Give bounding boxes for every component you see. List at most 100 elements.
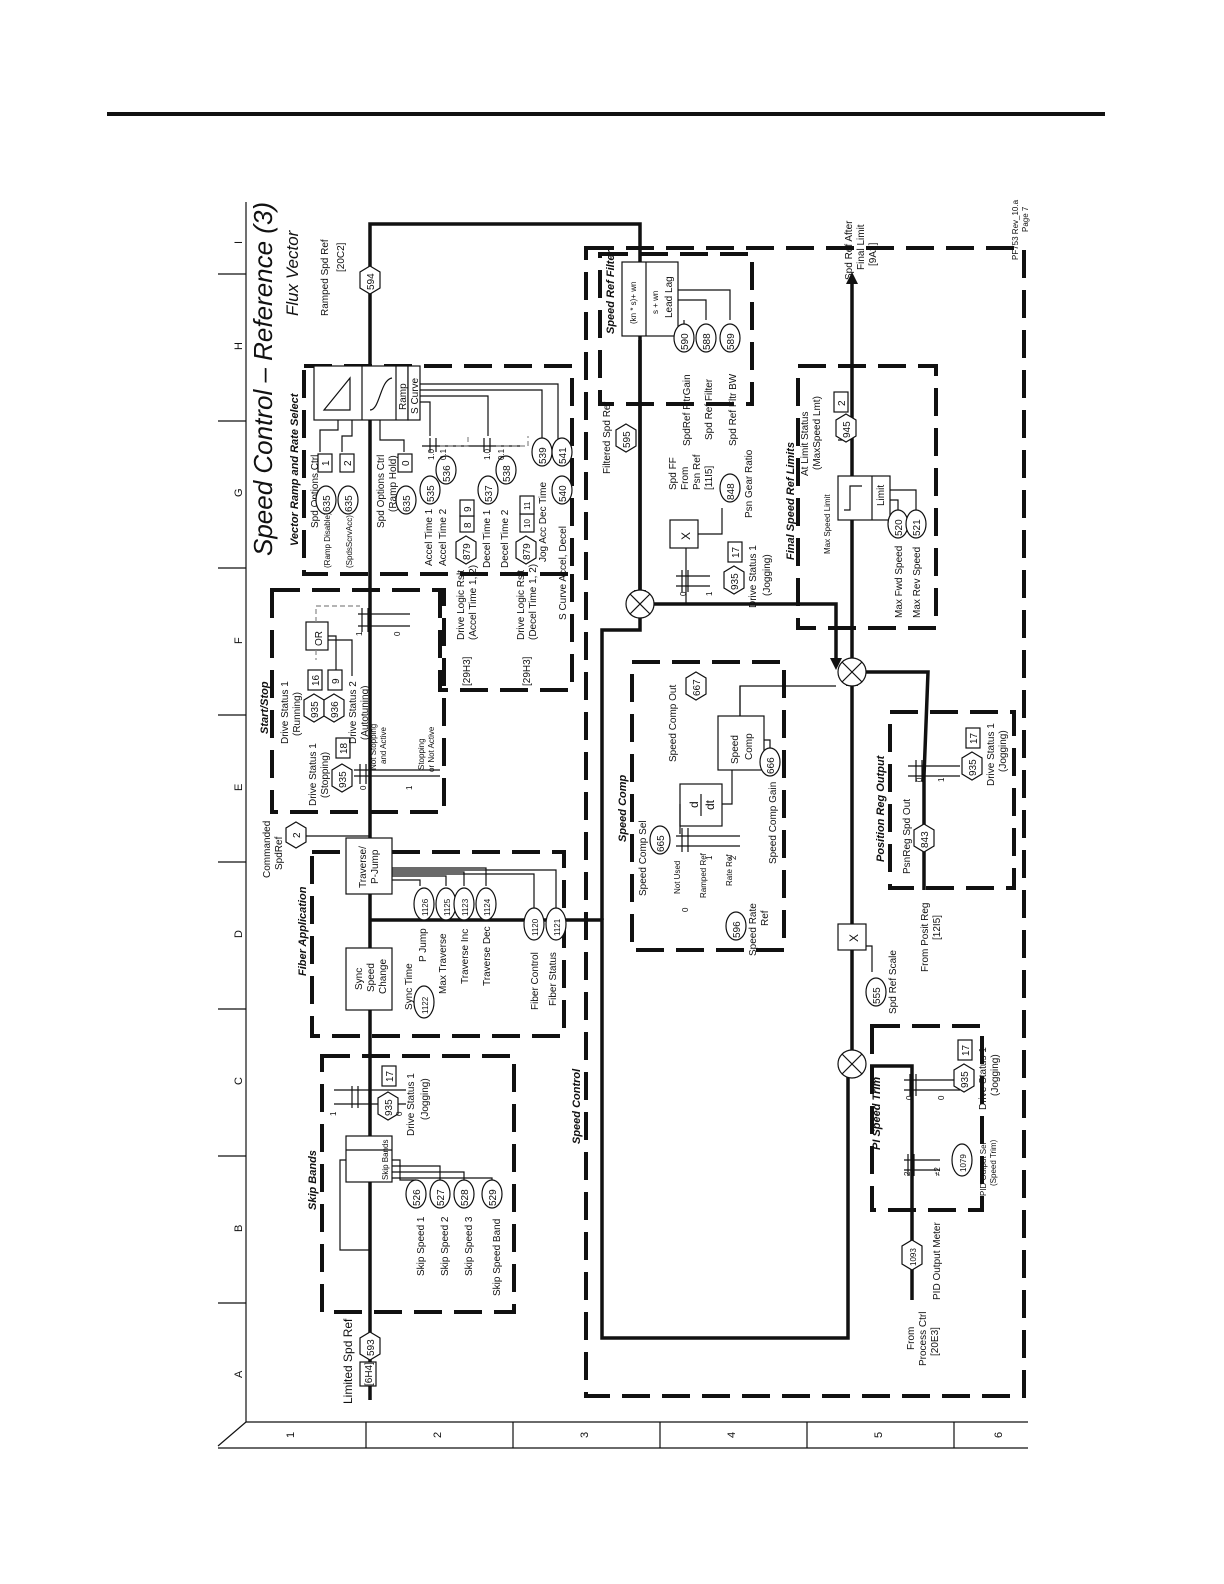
- svg-text:1121: 1121: [553, 918, 562, 936]
- param-529: [481, 1179, 503, 1209]
- label-max-rev-speed: Max Rev Speed: [912, 547, 923, 618]
- svg-text:541: 541: [558, 447, 569, 464]
- svg-text:935: 935: [384, 1099, 395, 1116]
- label-ramp-disable: (Ramp Disable): [323, 512, 332, 568]
- label-commanded: Commanded: [262, 821, 273, 878]
- pi-speed-trim-frame: [870, 1024, 984, 1212]
- label-drive-status-1-pi: Drive Status 1: [978, 1047, 989, 1110]
- param-541: [551, 437, 573, 467]
- label-drive-logic-b: Drive Logic Rslt: [516, 570, 527, 640]
- param-528: [453, 1179, 475, 1209]
- param-537: [477, 475, 499, 505]
- label-drive-status-1-c: Drive Status 1: [406, 1073, 417, 1136]
- grid-col-b: B: [233, 1225, 245, 1232]
- filter-denominator: s + wn: [651, 291, 660, 314]
- label-autotuning: (Autotuning): [360, 686, 371, 740]
- ref-29h3-a: [29H3]: [462, 656, 473, 686]
- grid-row-2: 2: [432, 1432, 444, 1438]
- label-drive-logic-a: Drive Logic Rslt: [456, 570, 467, 640]
- grid-col-d: D: [233, 930, 245, 938]
- traverse-label-2: P-Jump: [370, 849, 381, 884]
- param-1120: [523, 907, 545, 941]
- svg-text:1: 1: [705, 855, 714, 860]
- label-running: (Running): [292, 692, 303, 736]
- sync-speed-change-block: Sync Speed Change: [345, 947, 393, 1011]
- param-540: [551, 475, 573, 505]
- svg-text:1: 1: [937, 777, 946, 782]
- ref-20e3: [20E3]: [930, 1327, 941, 1356]
- multiply-block-ff: X: [669, 519, 699, 549]
- param-589: [719, 323, 741, 353]
- speed-comp-frame: [630, 660, 786, 952]
- ref-12i5: [12I5]: [932, 915, 943, 940]
- start-stop-frame: [270, 588, 446, 814]
- derivative-block: d dt: [679, 783, 723, 827]
- svg-text:848: 848: [726, 483, 737, 500]
- label-or-not-active: or Not Active: [427, 726, 436, 772]
- multiply-ff-label: X: [679, 532, 693, 540]
- svg-text:521: 521: [912, 519, 923, 536]
- label-and-active: and Active: [379, 727, 388, 764]
- svg-text:1: 1: [321, 460, 332, 466]
- label-sync-time: Sync Time: [404, 963, 415, 1010]
- param-595: [615, 423, 637, 453]
- label-skip-speed-1: Skip Speed 1: [416, 1216, 427, 1276]
- top-rule: [107, 112, 1105, 116]
- or-gate-block: OR: [305, 621, 329, 651]
- sum-junction-comp: [837, 657, 867, 687]
- label-drive-status-1-running: Drive Status 1: [280, 681, 291, 744]
- param-593: [359, 1331, 381, 1361]
- svg-text:595: 595: [622, 431, 633, 448]
- label-speed-comp-gain: Speed Comp Gain: [768, 782, 779, 864]
- section-speed-control: Speed Control: [571, 1068, 583, 1144]
- svg-text:1124: 1124: [483, 898, 492, 916]
- label-spd-ref-scale: Spd Ref Scale: [888, 950, 899, 1014]
- switch-position-marks: 1 0 0 1 1 0 0 1 0 1 2 0 1 2 0 0: [329, 591, 946, 1176]
- param-1122: [413, 985, 435, 1019]
- label-from-psn: From: [680, 467, 691, 490]
- bit-9-accel: [459, 499, 475, 517]
- label-skip-speed-2: Skip Speed 2: [440, 1216, 451, 1276]
- grid-row-1: 1: [285, 1432, 297, 1438]
- svg-text:2: 2: [729, 855, 738, 860]
- grid-col-f: F: [233, 637, 245, 644]
- label-traverse-dec: Traverse Dec: [482, 926, 493, 986]
- skip-bands-frame: [320, 1054, 516, 1314]
- label-at-limit-status: At Limit Status: [800, 412, 811, 476]
- mark-1-0-decel: 1.0: [483, 448, 492, 460]
- param-521: [905, 509, 927, 539]
- param-1093: [901, 1239, 923, 1271]
- label-spd-ff: Spd FF: [668, 457, 679, 490]
- param-945: [835, 413, 857, 443]
- section-position-reg: Position Reg Output: [875, 754, 887, 862]
- ref-6h4: [6H4]: [364, 1362, 375, 1386]
- grid-col-e: E: [233, 784, 245, 791]
- label-psn-ref: Psn Ref: [692, 454, 703, 490]
- svg-text:1: 1: [329, 1111, 338, 1116]
- param-635-c: [395, 485, 417, 515]
- svg-text:935: 935: [968, 759, 979, 776]
- label-speed-comp-out: Speed Comp Out: [668, 685, 679, 762]
- svg-text:593: 593: [366, 1339, 377, 1356]
- label-decel-time-1: Decel Time 1: [482, 509, 493, 568]
- skip-bands-block: Skip Bands: [345, 1135, 393, 1183]
- derivative-dt: dt: [703, 799, 717, 810]
- label-drive-status-2: Drive Status 2: [348, 681, 359, 744]
- label-from-posit-reg: From Posit Reg: [920, 903, 931, 972]
- label-decel-time-2: Decel Time 2: [500, 509, 511, 568]
- filter-numerator: (kn * s)+ wn: [629, 282, 638, 324]
- label-s-curve-accel-decel: S Curve Accel, Decel: [558, 526, 569, 620]
- param-665: [649, 825, 671, 855]
- grid-row-4: 4: [726, 1432, 738, 1438]
- label-spdref: SpdRef: [274, 836, 285, 870]
- svg-text:1122: 1122: [421, 996, 430, 1014]
- grid-frame: [217, 202, 1028, 1449]
- label-pid-output-meter: PID Output Meter: [932, 1222, 943, 1300]
- svg-text:535: 535: [426, 485, 437, 502]
- svg-text:17: 17: [969, 732, 980, 744]
- param-555: [865, 977, 887, 1007]
- svg-text:540: 540: [558, 485, 569, 502]
- limit-block: Limit: [837, 475, 891, 521]
- svg-text:1093: 1093: [909, 1248, 918, 1266]
- svg-text:520: 520: [894, 519, 905, 536]
